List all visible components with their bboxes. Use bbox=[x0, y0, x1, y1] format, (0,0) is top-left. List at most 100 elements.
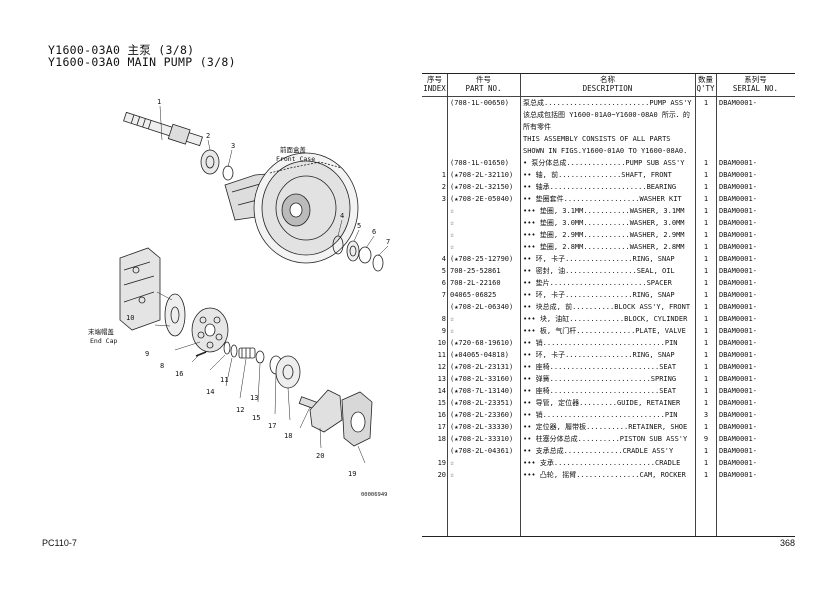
row-serial: DBAM0001- bbox=[719, 243, 757, 251]
row-part-number: (★708-2L-04361) bbox=[450, 447, 514, 455]
row-quantity: 1 bbox=[703, 423, 709, 431]
front-case-label-en: Front Case bbox=[276, 155, 315, 163]
row-description: •• 垫片.......................SPACER bbox=[523, 279, 672, 287]
header-desc-en: DESCRIPTION bbox=[582, 84, 633, 93]
row-description: •• 轴承.......................BEARING bbox=[523, 183, 677, 191]
table-row: 4(★708-25-12790)•• 环, 卡子................… bbox=[422, 253, 795, 265]
row-index: 18 bbox=[437, 435, 446, 443]
header-serial-en: SERIAL NO. bbox=[732, 84, 779, 93]
row-quantity: 1 bbox=[703, 279, 709, 287]
page-title-cn: Y1600-03A0 主泵 (3/8) bbox=[48, 43, 195, 57]
row-quantity: 1 bbox=[703, 303, 709, 311]
row-description: THIS ASSEMBLY CONSISTS OF ALL PARTS bbox=[523, 135, 671, 143]
table-row: 6 708-2L-22160 •• 垫片......................… bbox=[422, 277, 795, 289]
row-serial: DBAM0001- bbox=[719, 231, 757, 239]
row-serial: DBAM0001- bbox=[719, 435, 757, 443]
row-index: 6 bbox=[441, 279, 446, 287]
row-quantity: 1 bbox=[703, 375, 709, 383]
row-part-number: ☆ bbox=[450, 327, 455, 335]
row-quantity: 1 bbox=[703, 171, 709, 179]
table-row: 3(★708-2E-05040)•• 垫圈套件.................… bbox=[422, 193, 795, 205]
callout-13: 13 bbox=[250, 394, 258, 402]
row-part-number: 708-25-52861 bbox=[450, 267, 501, 275]
table-row: (708-1L-01650)• 泵分体总成..............PUMP … bbox=[422, 157, 795, 169]
row-description: •• 定位器, 履带板..........RETAINER, SHOE bbox=[523, 423, 688, 431]
row-quantity: 1 bbox=[703, 207, 709, 215]
row-description: ••• 块, 油缸.............BLOCK, CYLINDER bbox=[523, 315, 688, 323]
callout-17: 17 bbox=[268, 422, 276, 430]
row-quantity: 1 bbox=[703, 99, 709, 107]
table-row: 2(★708-2L-32150)•• 轴承...................… bbox=[422, 181, 795, 193]
row-description: ••• 垫圈, 3.1MM...........WASHER, 3.1MM bbox=[523, 207, 685, 215]
row-part-number: (★720-68-19610) bbox=[450, 339, 514, 347]
table-row: 18 (★708-2L-33310) •• 柱塞分体总成..........PIST… bbox=[422, 433, 795, 445]
row-serial: DBAM0001- bbox=[719, 351, 757, 359]
row-description: ••• 凸轮, 摇臂...............CAM, ROCKER bbox=[523, 471, 686, 479]
row-index: 17 bbox=[437, 423, 446, 431]
row-serial: DBAM0001- bbox=[719, 159, 757, 167]
table-header: 序号 INDEX 件号 PART NO. 名称 DESCRIPTION 数量 Q… bbox=[422, 74, 795, 97]
end-cap-label-en: End Cap bbox=[90, 337, 117, 345]
row-quantity: 1 bbox=[703, 387, 709, 395]
row-part-number: 708-2L-22160 bbox=[450, 279, 501, 287]
row-serial: DBAM0001- bbox=[719, 339, 757, 347]
row-description: ••• 垫圈, 2.8MM...........WASHER, 2.8MM bbox=[523, 243, 685, 251]
row-serial: DBAM0001- bbox=[719, 363, 757, 371]
callout-9: 9 bbox=[145, 350, 149, 358]
table-row: (★708-2L-06340)•• 块总成, 前..........BLOCK … bbox=[422, 301, 795, 313]
row-index: 8 bbox=[441, 315, 446, 323]
row-quantity: 1 bbox=[703, 231, 709, 239]
row-part-number: (★708-7L-13140) bbox=[450, 387, 514, 395]
row-quantity: 9 bbox=[703, 435, 709, 443]
callout-18: 18 bbox=[284, 432, 292, 440]
header-index-en: INDEX bbox=[423, 84, 446, 93]
front-shaft-drawing bbox=[123, 111, 203, 147]
row-serial: DBAM0001- bbox=[719, 471, 757, 479]
row-index: 7 bbox=[441, 291, 446, 299]
row-quantity: 3 bbox=[703, 411, 709, 419]
row-part-number: (★708-2L-33310) bbox=[450, 435, 514, 443]
row-quantity: 1 bbox=[703, 327, 709, 335]
callout-16: 16 bbox=[175, 370, 183, 378]
table-row: 17(★708-2L-33330)•• 定位器, 履带板..........RE… bbox=[422, 421, 795, 433]
row-index: 9 bbox=[441, 327, 446, 335]
row-part-number: ☆ bbox=[450, 231, 455, 239]
row-part-number: (★708-2L-33160) bbox=[450, 375, 514, 383]
row-description: •• 柱塞分体总成..........PISTON SUB ASS'Y bbox=[523, 435, 688, 443]
row-quantity: 1 bbox=[703, 459, 709, 467]
row-index: 10 bbox=[437, 339, 446, 347]
row-part-number: (★708-2L-32150) bbox=[450, 183, 514, 191]
row-index: 15 bbox=[437, 399, 446, 407]
callout-5: 5 bbox=[357, 222, 361, 230]
row-description: •• 环, 卡子................RING, SNAP bbox=[523, 351, 675, 359]
callout-2: 2 bbox=[206, 132, 210, 140]
callout-20: 20 bbox=[316, 452, 324, 460]
row-description: SHOWN IN FIGS.Y1600-01A0 TO Y1600-08A0. bbox=[523, 147, 688, 155]
callout-11: 11 bbox=[220, 376, 228, 384]
row-quantity: 1 bbox=[703, 471, 709, 479]
header-part-en: PART NO. bbox=[465, 84, 502, 93]
table-row: 所有零件 bbox=[422, 121, 795, 133]
row-description: •• 块总成, 前..........BLOCK ASS'Y, FRONT bbox=[523, 303, 691, 311]
end-cap-label-cn: 末端帽盖 bbox=[88, 327, 115, 336]
row-part-number: (★708-25-12790) bbox=[450, 255, 514, 263]
table-row: (708-1L-00650)泵总成.......................… bbox=[422, 97, 795, 109]
row-index: 1 bbox=[441, 171, 446, 179]
row-serial: DBAM0001- bbox=[719, 327, 757, 335]
row-description: • 泵分体总成..............PUMP SUB ASS'Y bbox=[523, 159, 685, 167]
row-description: •• 导管, 定位器.........GUIDE, RETAINER bbox=[523, 399, 681, 407]
front-case-label-cn: 前面盒盖 bbox=[280, 145, 307, 154]
footer-model: PC110-7 bbox=[42, 538, 77, 548]
row-description: ••• 垫圈, 3.0MM...........WASHER, 3.0MM bbox=[523, 219, 685, 227]
row-serial: DBAM0001- bbox=[719, 99, 757, 107]
row-serial: DBAM0001- bbox=[719, 399, 757, 407]
row-serial: DBAM0001- bbox=[719, 303, 757, 311]
table-row: 11(★04065-04818)•• 环, 卡子................… bbox=[422, 349, 795, 361]
page-title-en: Y1600-03A0 MAIN PUMP (3/8) bbox=[48, 55, 236, 69]
